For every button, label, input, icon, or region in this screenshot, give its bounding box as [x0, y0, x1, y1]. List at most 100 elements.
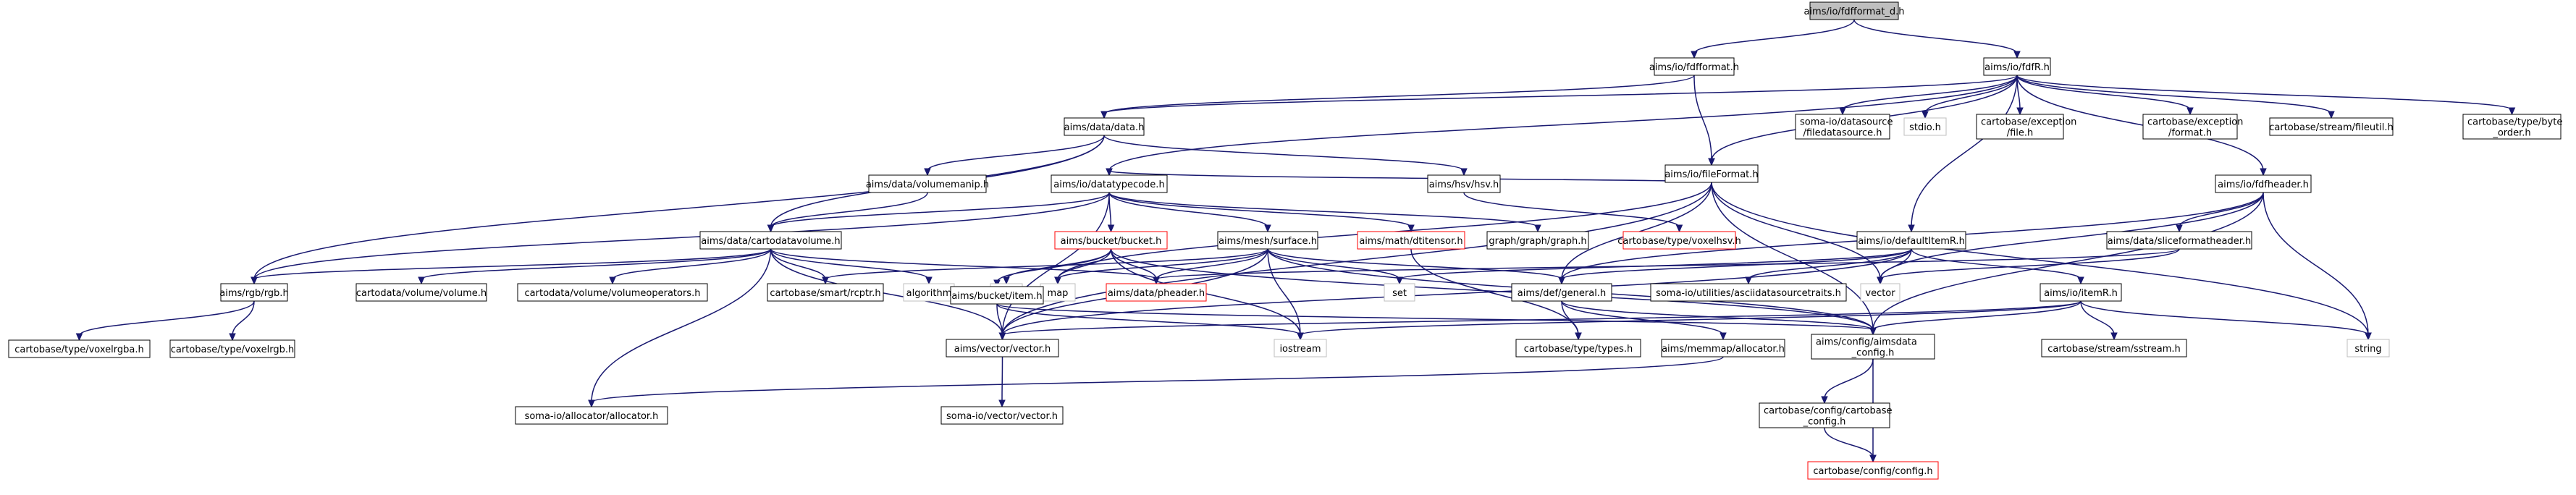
node-fileFormat[interactable]: aims/io/fileFormat.h [1664, 164, 1759, 183]
node-vector: vector [1860, 283, 1901, 302]
node-box [1807, 461, 1939, 480]
node-label: cartodata/volume/volumeoperators.h [525, 288, 701, 299]
node-general[interactable]: aims/def/general.h [1511, 283, 1612, 302]
node-cartobase-config[interactable]: cartobase/config/cartobase_config.h [1759, 402, 1893, 428]
node-datatypecode[interactable]: aims/io/datatypecode.h [1051, 174, 1168, 193]
node-label: cartobase/type/byte [2467, 117, 2562, 128]
node-fdfformat[interactable]: aims/io/fdfformat.h [1649, 57, 1739, 76]
node-volume[interactable]: cartodata/volume/volume.h [355, 283, 487, 302]
node-label: graph/graph/graph.h [1489, 236, 1586, 247]
edge-arrowhead [418, 276, 425, 285]
node-box [169, 339, 295, 358]
node-label: cartobase/exception [1981, 117, 2076, 128]
node-byte-order[interactable]: cartobase/type/byte_order.h [2462, 114, 2562, 140]
node-soma-vector[interactable]: soma-io/vector/vector.h [940, 406, 1064, 425]
node-box [699, 231, 842, 250]
node-item[interactable]: aims/bucket/item.h [950, 286, 1044, 305]
node-voxelrgba[interactable]: cartobase/type/voxelrgba.h [8, 339, 151, 358]
node-cartodatavolume[interactable]: aims/data/cartodatavolume.h [699, 231, 842, 250]
node-itemR[interactable]: aims/io/itemR.h [2040, 283, 2122, 302]
node-pheader[interactable]: aims/data/pheader.h [1106, 283, 1207, 302]
node-rcptr[interactable]: cartobase/smart/rcptr.h [767, 283, 884, 302]
node-label: aims/memmap/allocator.h [1662, 344, 1785, 355]
node-box [2040, 283, 2122, 302]
node-box [1809, 1, 1899, 20]
node-box [950, 286, 1044, 305]
node-aims-vector[interactable]: aims/vector/vector.h [946, 339, 1059, 358]
dependency-edge [1561, 300, 1724, 336]
edge-arrowhead [2260, 168, 2267, 177]
node-somaio-fds[interactable]: soma-io/datasource/filedatasource.h [1795, 114, 1893, 140]
node-allocator-aims[interactable]: aims/memmap/allocator.h [1661, 339, 1785, 358]
dependency-edge [1561, 300, 1579, 336]
node-config[interactable]: cartobase/config/config.h [1807, 461, 1939, 480]
node-label: cartobase/type/voxelrgb.h [171, 344, 294, 355]
node-aimsdata-config[interactable]: aims/config/aimsdata_config.h [1811, 334, 1935, 360]
dependency-edge [1711, 182, 1881, 280]
node-dtitensor[interactable]: aims/math/dtitensor.h [1357, 231, 1465, 250]
node-surface[interactable]: aims/mesh/surface.h [1217, 231, 1318, 250]
dependency-edge [1842, 75, 2018, 111]
dependency-edge [1853, 19, 2018, 54]
node-map: map [1040, 283, 1076, 302]
node-rgb[interactable]: aims/rgb/rgb.h [219, 283, 289, 302]
node-graph[interactable]: graph/graph/graph.h [1486, 231, 1589, 250]
edge-arrowhead [1720, 332, 1727, 341]
dependency-edge [253, 135, 1105, 280]
node-box [1106, 283, 1207, 302]
node-box [515, 406, 668, 425]
dependency-edge [2016, 75, 2264, 172]
dependency-edge [1911, 75, 2018, 228]
edges-layer [75, 19, 2516, 463]
node-label: _order.h [2492, 128, 2530, 139]
node-defaultItemR[interactable]: aims/io/defaultItemR.h [1856, 231, 1966, 250]
node-fdfR[interactable]: aims/io/fdfR.h [1983, 57, 2051, 76]
edge-arrowhead [1100, 111, 1108, 119]
node-label: soma-io/datasource [1800, 117, 1893, 128]
node-box [2106, 231, 2252, 250]
node-soma-allocator[interactable]: soma-io/allocator/allocator.h [515, 406, 668, 425]
node-box [1903, 117, 1947, 136]
node-voxelhsv[interactable]: cartobase/type/voxelhsv.h [1617, 231, 1741, 250]
edge-arrowhead [1106, 168, 1113, 177]
dependency-edge [1110, 248, 1157, 280]
dependency-edge [770, 248, 1157, 280]
dependency-edge [770, 192, 1110, 228]
node-root[interactable]: aims/io/fdfformat_d.h [1803, 1, 1905, 20]
node-box [2142, 114, 2238, 140]
edge-arrowhead [1153, 276, 1160, 285]
node-asciitraits[interactable]: soma-io/utilities/asciidatasourcetraits.… [1650, 283, 1847, 302]
node-box [940, 406, 1064, 425]
node-fileutil[interactable]: cartobase/stream/fileutil.h [2269, 117, 2394, 136]
node-voxelrgb[interactable]: cartobase/type/voxelrgb.h [169, 339, 295, 358]
node-sliceformat[interactable]: aims/data/sliceformatheader.h [2106, 231, 2252, 250]
node-exc-file[interactable]: cartobase/exception/file.h [1976, 114, 2076, 140]
node-label: aims/data/volumemanip.h [866, 179, 989, 190]
dependency-edge [1748, 248, 1912, 280]
dependency-edge [1880, 192, 2264, 280]
node-types[interactable]: cartobase/type/types.h [1515, 339, 1641, 358]
dependency-edge [2179, 192, 2264, 228]
node-volumeoperators[interactable]: cartodata/volume/volumeoperators.h [517, 283, 708, 302]
dependency-edge [1880, 248, 2180, 280]
node-data[interactable]: aims/data/data.h [1064, 117, 1145, 136]
dependency-edge [996, 303, 1874, 331]
node-sstream[interactable]: cartobase/stream/sstream.h [2041, 339, 2187, 358]
node-label: cartodata/volume/volume.h [356, 288, 487, 299]
node-exc-format[interactable]: cartobase/exception/format.h [2142, 114, 2243, 140]
edge-arrowhead [998, 332, 1006, 341]
node-label: aims/bucket/item.h [951, 291, 1042, 302]
node-bucket[interactable]: aims/bucket/bucket.h [1054, 231, 1168, 250]
node-volumemanip[interactable]: aims/data/volumemanip.h [866, 174, 989, 193]
dependency-edge [1267, 248, 1562, 280]
dependency-edge [1103, 75, 1695, 114]
edge-arrowhead [925, 276, 933, 285]
edge-arrowhead [1107, 224, 1115, 233]
node-box [2269, 117, 2394, 136]
node-fdfheader[interactable]: aims/io/fdfheader.h [2215, 174, 2312, 193]
node-label: aims/vector/vector.h [954, 344, 1051, 355]
node-label: /format.h [2168, 128, 2212, 139]
node-box [1650, 283, 1847, 302]
dependency-edge [591, 356, 1724, 403]
node-hsv[interactable]: aims/hsv/hsv.h [1427, 174, 1501, 193]
